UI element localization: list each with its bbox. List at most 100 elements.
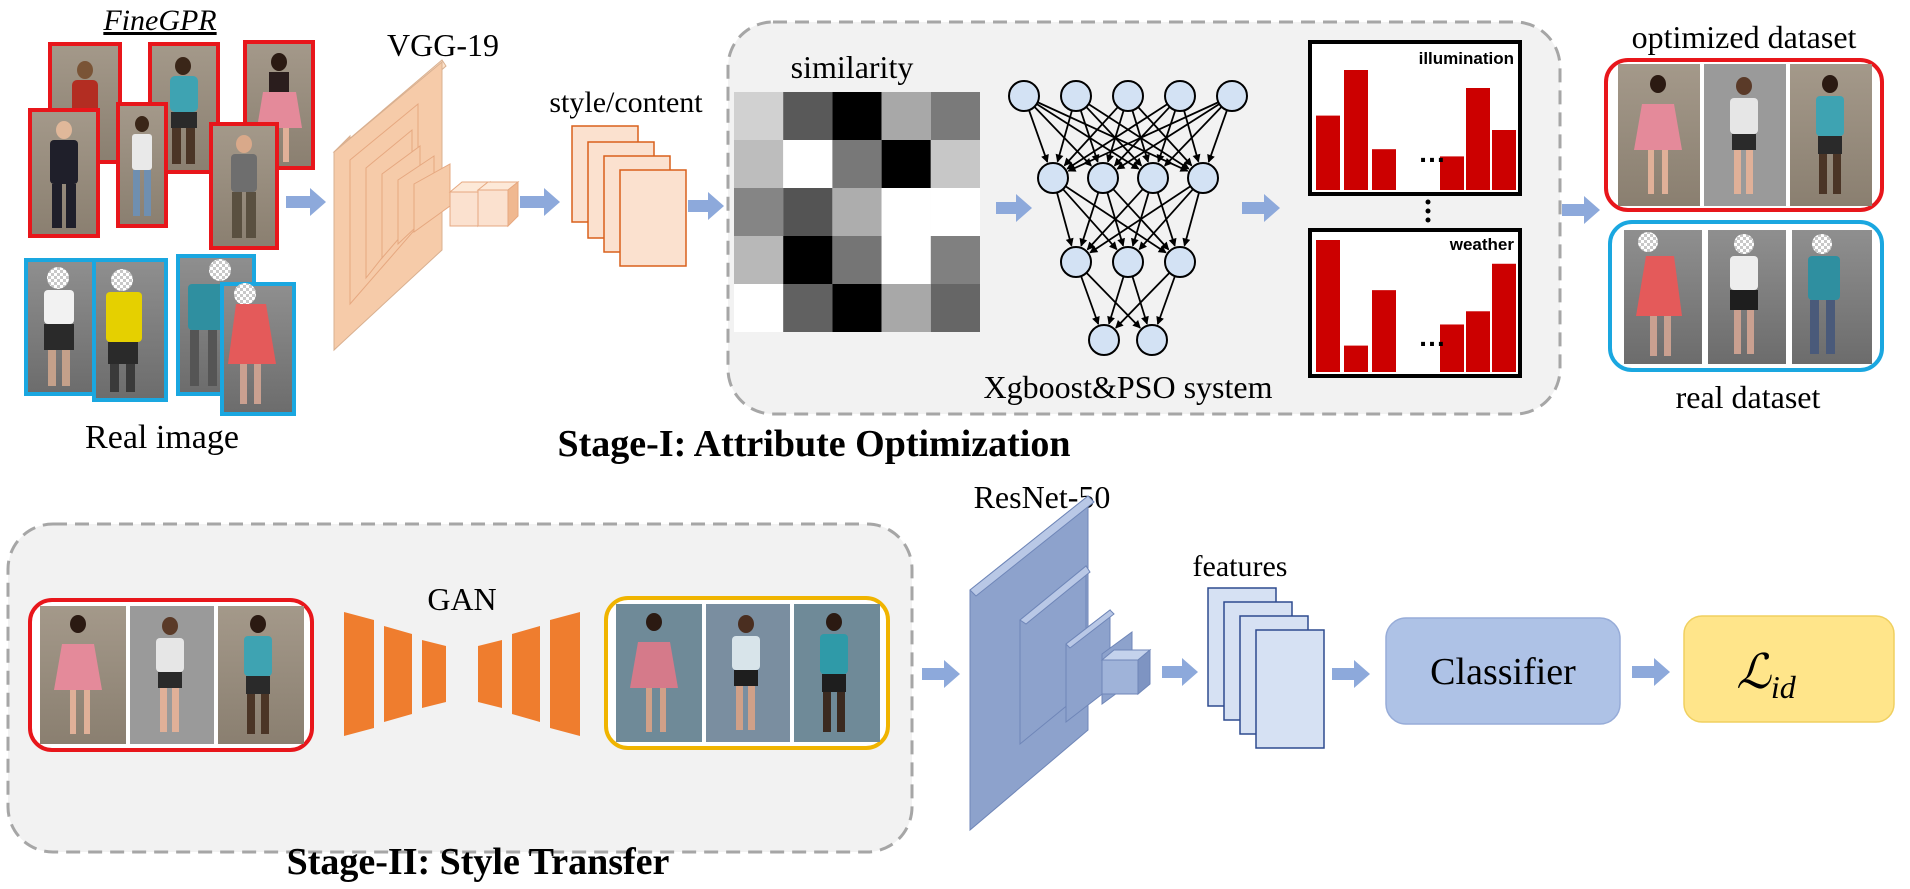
network-node xyxy=(1088,324,1120,356)
similarity-cell xyxy=(783,284,833,332)
stage2-title: Stage-II: Style Transfer xyxy=(287,841,670,883)
similarity-cell xyxy=(783,188,833,236)
weather-bars xyxy=(1316,240,1516,372)
network-edge xyxy=(1080,275,1100,325)
system-label: Xgboost&PSO system xyxy=(984,369,1273,405)
similarity-cell xyxy=(832,284,882,332)
dataset-image xyxy=(1792,230,1872,364)
dataset-image xyxy=(1708,230,1786,364)
network-edge-arrowhead xyxy=(1138,241,1147,251)
histogram-bar xyxy=(1440,324,1464,372)
dataset-image xyxy=(1790,64,1872,206)
similarity-cell xyxy=(881,92,931,140)
similarity-cell xyxy=(734,92,784,140)
network-edge-arrowhead xyxy=(1183,157,1193,167)
vgg-block xyxy=(507,180,519,228)
similarity-cell xyxy=(832,92,882,140)
similarity-cell xyxy=(930,140,980,188)
network-edge xyxy=(1063,106,1119,167)
network-edge-arrowhead xyxy=(1089,245,1099,254)
style-content-cards xyxy=(571,125,687,267)
optimized-dataset xyxy=(1604,58,1884,212)
similarity-cell xyxy=(930,236,980,284)
network-edge-arrowhead xyxy=(1063,157,1073,167)
network-edge-arrowhead xyxy=(1141,315,1149,325)
network-edge-arrowhead xyxy=(1117,237,1125,247)
resnet-block xyxy=(1065,609,1115,649)
network-edge xyxy=(1108,276,1125,325)
dataset-image xyxy=(218,606,304,744)
similarity-cell xyxy=(734,140,784,188)
network-edge-arrowhead xyxy=(1092,316,1100,325)
vgg-block xyxy=(477,189,509,227)
network-edge-arrowhead xyxy=(1079,237,1088,247)
flow-arrows-stage2 xyxy=(922,658,1670,688)
network-edge-arrowhead xyxy=(1142,153,1150,163)
histogram-bar xyxy=(1440,156,1464,190)
arrow xyxy=(286,188,326,216)
histogram-bar xyxy=(1372,149,1396,190)
gan-block xyxy=(478,640,502,708)
resnet-block xyxy=(1101,659,1139,695)
network-edge xyxy=(1056,192,1073,246)
network-edge-arrowhead xyxy=(1160,241,1170,251)
network-edge-arrowhead xyxy=(1130,161,1140,170)
flow-arrows-stage1 xyxy=(286,188,1600,224)
loss-symbol: ℒ xyxy=(1736,646,1772,699)
gan-input-images xyxy=(28,598,314,752)
features-label: features xyxy=(1193,550,1288,583)
dataset-image xyxy=(40,606,126,744)
network-edge-arrowhead xyxy=(1132,320,1141,329)
resnet-block xyxy=(1019,565,1091,625)
network-node xyxy=(1137,162,1169,194)
network-edge-arrowhead xyxy=(1055,153,1064,163)
network-edge xyxy=(1085,272,1141,329)
network-edge-arrowhead xyxy=(1115,320,1124,329)
weather-histogram: weather … xyxy=(1308,228,1522,378)
network-edge xyxy=(1037,101,1188,172)
real-image xyxy=(92,258,168,402)
similarity-cell xyxy=(881,236,931,284)
network-node xyxy=(1008,80,1040,112)
real-image xyxy=(220,282,296,416)
resnet-block xyxy=(1137,648,1151,696)
network-edge xyxy=(1079,109,1099,163)
network-edge-arrowhead xyxy=(1107,315,1115,325)
arrow xyxy=(922,660,960,688)
similarity-cell xyxy=(783,236,833,284)
real-dataset xyxy=(1608,220,1884,372)
network-edge xyxy=(1068,101,1219,172)
network-edge-arrowhead xyxy=(1041,154,1049,163)
histogram-ellipsis: … xyxy=(1418,321,1446,352)
illumination-bars xyxy=(1316,70,1516,190)
resnet50-network xyxy=(969,494,1152,832)
histogram-bar xyxy=(1372,290,1396,372)
histogram-bar xyxy=(1316,240,1340,372)
gan-block xyxy=(422,640,446,708)
dataset-image xyxy=(1704,64,1786,206)
style-content-label: style/content xyxy=(549,86,703,119)
network-edge xyxy=(1085,106,1143,167)
histogram-ellipsis: … xyxy=(1418,137,1446,168)
network-edge-arrowhead xyxy=(1156,153,1165,163)
feature-cards xyxy=(1207,587,1325,749)
dataset-image xyxy=(1618,64,1700,206)
network-node xyxy=(1164,80,1196,112)
dataset-image xyxy=(1624,230,1702,364)
network-edge xyxy=(1164,106,1223,167)
network-edge-arrowhead xyxy=(1067,164,1077,172)
classifier-box: Classifier xyxy=(1385,617,1621,725)
loss-subscript: id xyxy=(1771,669,1797,705)
vgg-block xyxy=(449,191,479,227)
gan-block xyxy=(550,612,580,736)
network-edge-arrowhead xyxy=(1180,161,1190,170)
network-edge xyxy=(1116,103,1220,170)
network-edge xyxy=(1115,272,1171,329)
feature-map-card xyxy=(619,169,687,267)
finegpr-label: FineGPR xyxy=(102,4,216,37)
network-edge-arrowhead xyxy=(1164,157,1173,167)
network-edge xyxy=(1107,110,1125,163)
similarity-cell xyxy=(881,140,931,188)
histogram-bar xyxy=(1492,130,1516,190)
network-edge-arrowhead xyxy=(1156,316,1164,325)
